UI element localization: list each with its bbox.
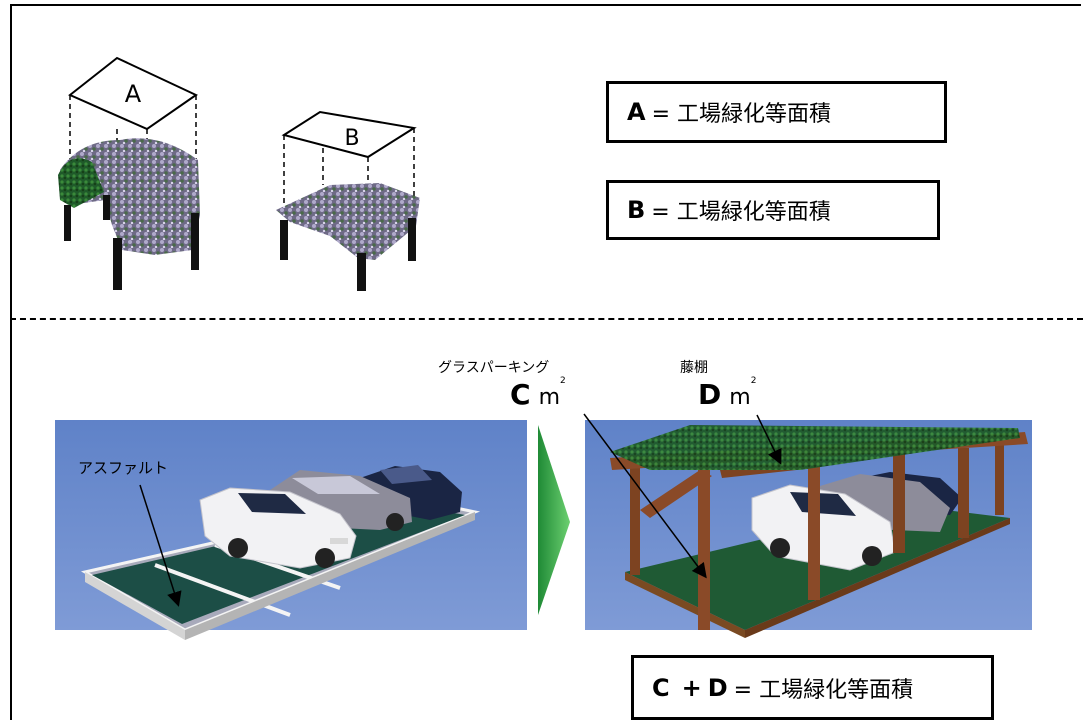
grass-pointer-line [583,413,707,579]
grass-parking-label: グラスパーキング [438,360,550,376]
area-d-exponent: 2 [750,376,757,386]
equation-plus: + [681,673,702,702]
transition-arrow [538,425,570,615]
area-d-unit-text: m [729,385,751,410]
pergola-a-label: A [125,80,142,108]
pergola-a-foliage [60,138,200,255]
section-divider [10,318,1083,320]
pergola-b [276,110,420,291]
equation-a-text: = 工場緑化等面積 [651,102,832,127]
equation-a-letter: A [627,98,646,126]
area-c-exponent: 2 [560,376,566,386]
pergola-b-label: B [344,126,359,151]
area-c-unit-text: m [538,385,560,410]
area-d-letter: D [698,378,722,411]
pergola-a [58,56,200,290]
asphalt-parking-image [55,420,527,640]
car-white [199,487,357,569]
equation-box-cd: C + D = 工場緑化等面積 [631,655,994,720]
equation-cd-text: = 工場緑化等面積 [733,677,914,703]
pergola-b-foliage [276,183,420,260]
equation-d-letter: D [707,673,728,702]
area-c-letter: C [510,378,531,411]
equation-box-a: A = 工場緑化等面積 [606,81,947,143]
equation-b-letter: B [627,196,646,224]
asphalt-pointer-line [139,484,182,607]
equation-box-b: B = 工場緑化等面積 [606,180,940,240]
asphalt-label: アスファルト [78,459,169,477]
equation-b-text: = 工場緑化等面積 [651,200,831,225]
equation-c-letter: C [652,673,670,702]
diagram-frame [10,4,1081,720]
grass-parking-trellis-image [585,420,1032,638]
trellis-pointer-line [756,414,782,465]
wisteria-trellis-label: 藤棚 [680,360,708,376]
